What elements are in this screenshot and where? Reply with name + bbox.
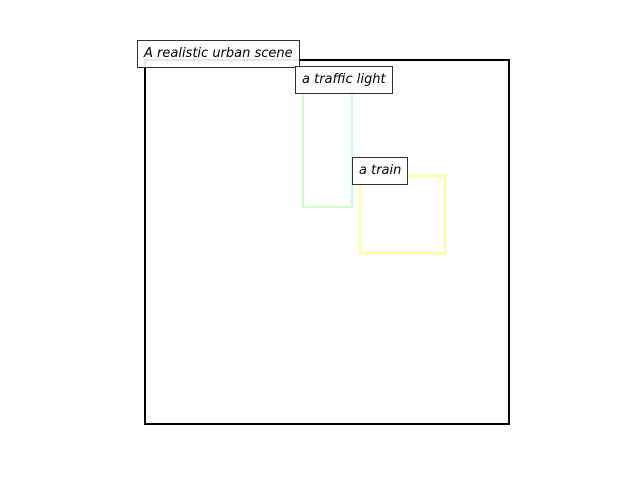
- train-box: [359, 175, 446, 254]
- scene-caption-label: A realistic urban scene: [137, 40, 300, 68]
- traffic-light-label: a traffic light: [295, 66, 393, 94]
- scene-canvas: [144, 59, 510, 425]
- traffic-light-box: [302, 84, 353, 208]
- train-label: a train: [352, 157, 409, 185]
